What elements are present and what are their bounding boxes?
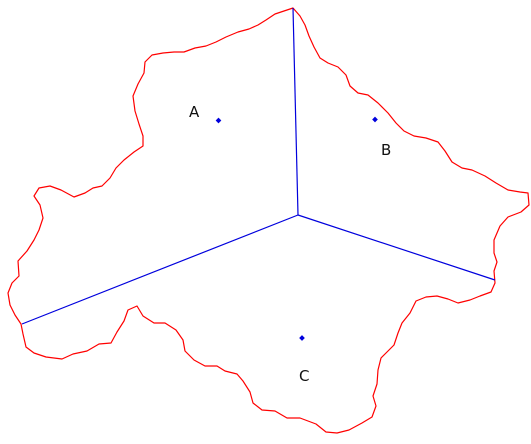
site-a-label: A bbox=[189, 103, 200, 121]
voronoi-edge-bc bbox=[297, 214, 496, 281]
region-outline bbox=[7, 7, 530, 434]
voronoi-edge-ac bbox=[21, 214, 299, 325]
site-b-label: B bbox=[381, 141, 391, 159]
site-a-marker bbox=[215, 117, 222, 124]
voronoi-edge-ab bbox=[292, 7, 299, 216]
site-c-marker bbox=[299, 335, 305, 341]
site-c-label: C bbox=[299, 367, 309, 385]
site-b-marker bbox=[372, 116, 378, 123]
